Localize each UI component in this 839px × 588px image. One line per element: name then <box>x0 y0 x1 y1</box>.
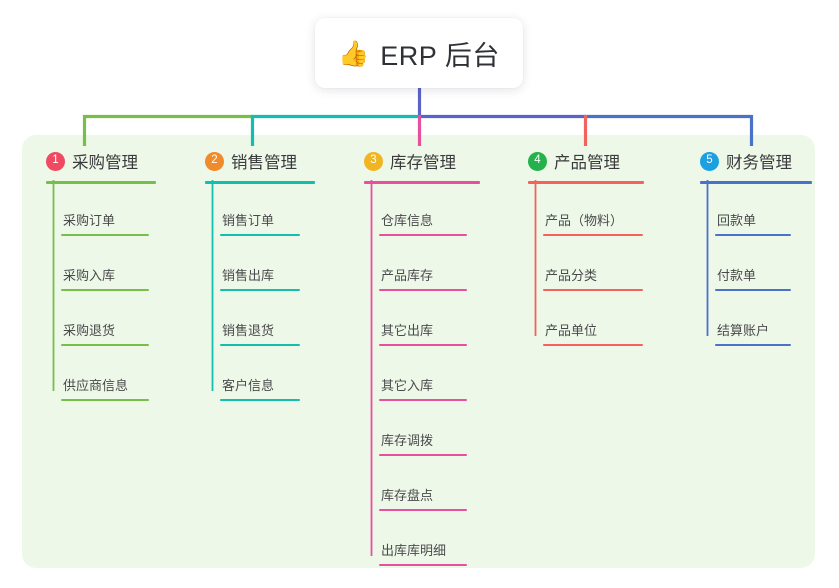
diagram-panel <box>22 135 815 568</box>
leaf-label: 仓库信息 <box>381 213 434 228</box>
branch-column-2: 2 销售管理 <box>205 148 315 184</box>
leaf-item[interactable]: 采购退货 <box>61 320 149 346</box>
branch-number-badge: 1 <box>46 151 65 171</box>
leaf-underline <box>220 344 300 346</box>
leaf-label: 销售退货 <box>222 323 275 338</box>
leaf-underline <box>379 399 467 401</box>
root-node[interactable]: 👍 ERP 后台 <box>315 18 523 88</box>
branch-title: 库存管理 <box>390 154 456 172</box>
leaf-item[interactable]: 销售出库 <box>220 265 300 291</box>
leaf-label: 库存调拨 <box>381 433 434 448</box>
branch-column-1: 1 采购管理 <box>46 148 156 184</box>
leaf-item[interactable]: 产品单位 <box>543 320 643 346</box>
leaf-underline <box>61 289 149 291</box>
leaf-item[interactable]: 采购订单 <box>61 210 149 236</box>
thumbs-up-icon: 👍 <box>338 38 370 68</box>
branch-number-badge: 2 <box>205 151 224 171</box>
branch-underline <box>364 181 480 184</box>
leaf-item[interactable]: 其它出库 <box>379 320 467 346</box>
branch-header-2[interactable]: 2 销售管理 <box>205 148 315 174</box>
leaf-underline <box>61 344 149 346</box>
leaf-item[interactable]: 供应商信息 <box>61 375 149 401</box>
leaf-label: 产品（物料） <box>545 213 624 228</box>
leaf-label: 采购入库 <box>63 268 116 283</box>
branch-number-badge: 3 <box>364 151 383 171</box>
leaf-label: 产品分类 <box>545 268 598 283</box>
branch-underline <box>700 181 812 184</box>
leaf-item[interactable]: 采购入库 <box>61 265 149 291</box>
leaf-item[interactable]: 仓库信息 <box>379 210 467 236</box>
leaf-underline <box>715 289 791 291</box>
leaf-item[interactable]: 付款单 <box>715 265 791 291</box>
branch-header-4[interactable]: 4 产品管理 <box>528 148 644 174</box>
leaf-underline <box>543 289 643 291</box>
leaf-underline <box>379 509 467 511</box>
leaf-item[interactable]: 销售订单 <box>220 210 300 236</box>
leaf-label: 其它入库 <box>381 378 434 393</box>
leaf-underline <box>220 234 300 236</box>
branch-underline <box>46 181 156 184</box>
leaf-label: 供应商信息 <box>63 378 129 393</box>
branch-header-5[interactable]: 5 财务管理 <box>700 148 812 174</box>
leaf-label: 产品库存 <box>381 268 434 283</box>
branch-number-badge: 4 <box>528 151 547 171</box>
branch-header-3[interactable]: 3 库存管理 <box>364 148 480 174</box>
branch-title: 采购管理 <box>72 154 138 172</box>
leaf-label: 产品单位 <box>545 323 598 338</box>
leaf-underline <box>379 454 467 456</box>
leaf-underline <box>220 399 300 401</box>
leaf-underline <box>61 234 149 236</box>
leaf-item[interactable]: 产品（物料） <box>543 210 643 236</box>
root-title: ERP 后台 <box>380 40 500 71</box>
leaf-label: 销售订单 <box>222 213 275 228</box>
leaf-underline <box>543 344 643 346</box>
branch-title: 财务管理 <box>726 154 792 172</box>
leaf-underline <box>379 289 467 291</box>
leaf-label: 采购退货 <box>63 323 116 338</box>
leaf-item[interactable]: 结算账户 <box>715 320 791 346</box>
branch-title: 产品管理 <box>554 154 620 172</box>
leaf-label: 库存盘点 <box>381 488 434 503</box>
leaf-label: 采购订单 <box>63 213 116 228</box>
branch-title: 销售管理 <box>231 154 297 172</box>
branch-underline <box>205 181 315 184</box>
leaf-item[interactable]: 库存调拨 <box>379 430 467 456</box>
branch-header-1[interactable]: 1 采购管理 <box>46 148 156 174</box>
leaf-label: 付款单 <box>717 268 757 283</box>
leaf-label: 结算账户 <box>717 323 770 338</box>
leaf-underline <box>220 289 300 291</box>
branch-number-badge: 5 <box>700 151 719 171</box>
branch-underline <box>528 181 644 184</box>
leaf-item[interactable]: 产品库存 <box>379 265 467 291</box>
leaf-label: 销售出库 <box>222 268 275 283</box>
leaf-underline <box>61 399 149 401</box>
leaf-label: 客户信息 <box>222 378 275 393</box>
branch-column-4: 4 产品管理 <box>528 148 644 184</box>
leaf-item[interactable]: 回款单 <box>715 210 791 236</box>
leaf-underline <box>715 234 791 236</box>
branch-column-3: 3 库存管理 <box>364 148 480 184</box>
leaf-underline <box>379 564 467 566</box>
leaf-underline <box>543 234 643 236</box>
leaf-label: 出库库明细 <box>381 543 447 558</box>
leaf-item[interactable]: 产品分类 <box>543 265 643 291</box>
leaf-underline <box>379 344 467 346</box>
leaf-label: 其它出库 <box>381 323 434 338</box>
leaf-item[interactable]: 库存盘点 <box>379 485 467 511</box>
leaf-item[interactable]: 销售退货 <box>220 320 300 346</box>
leaf-item[interactable]: 客户信息 <box>220 375 300 401</box>
leaf-item[interactable]: 其它入库 <box>379 375 467 401</box>
leaf-label: 回款单 <box>717 213 757 228</box>
leaf-underline <box>379 234 467 236</box>
leaf-item[interactable]: 出库库明细 <box>379 540 467 566</box>
leaf-underline <box>715 344 791 346</box>
branch-column-5: 5 财务管理 <box>700 148 812 184</box>
